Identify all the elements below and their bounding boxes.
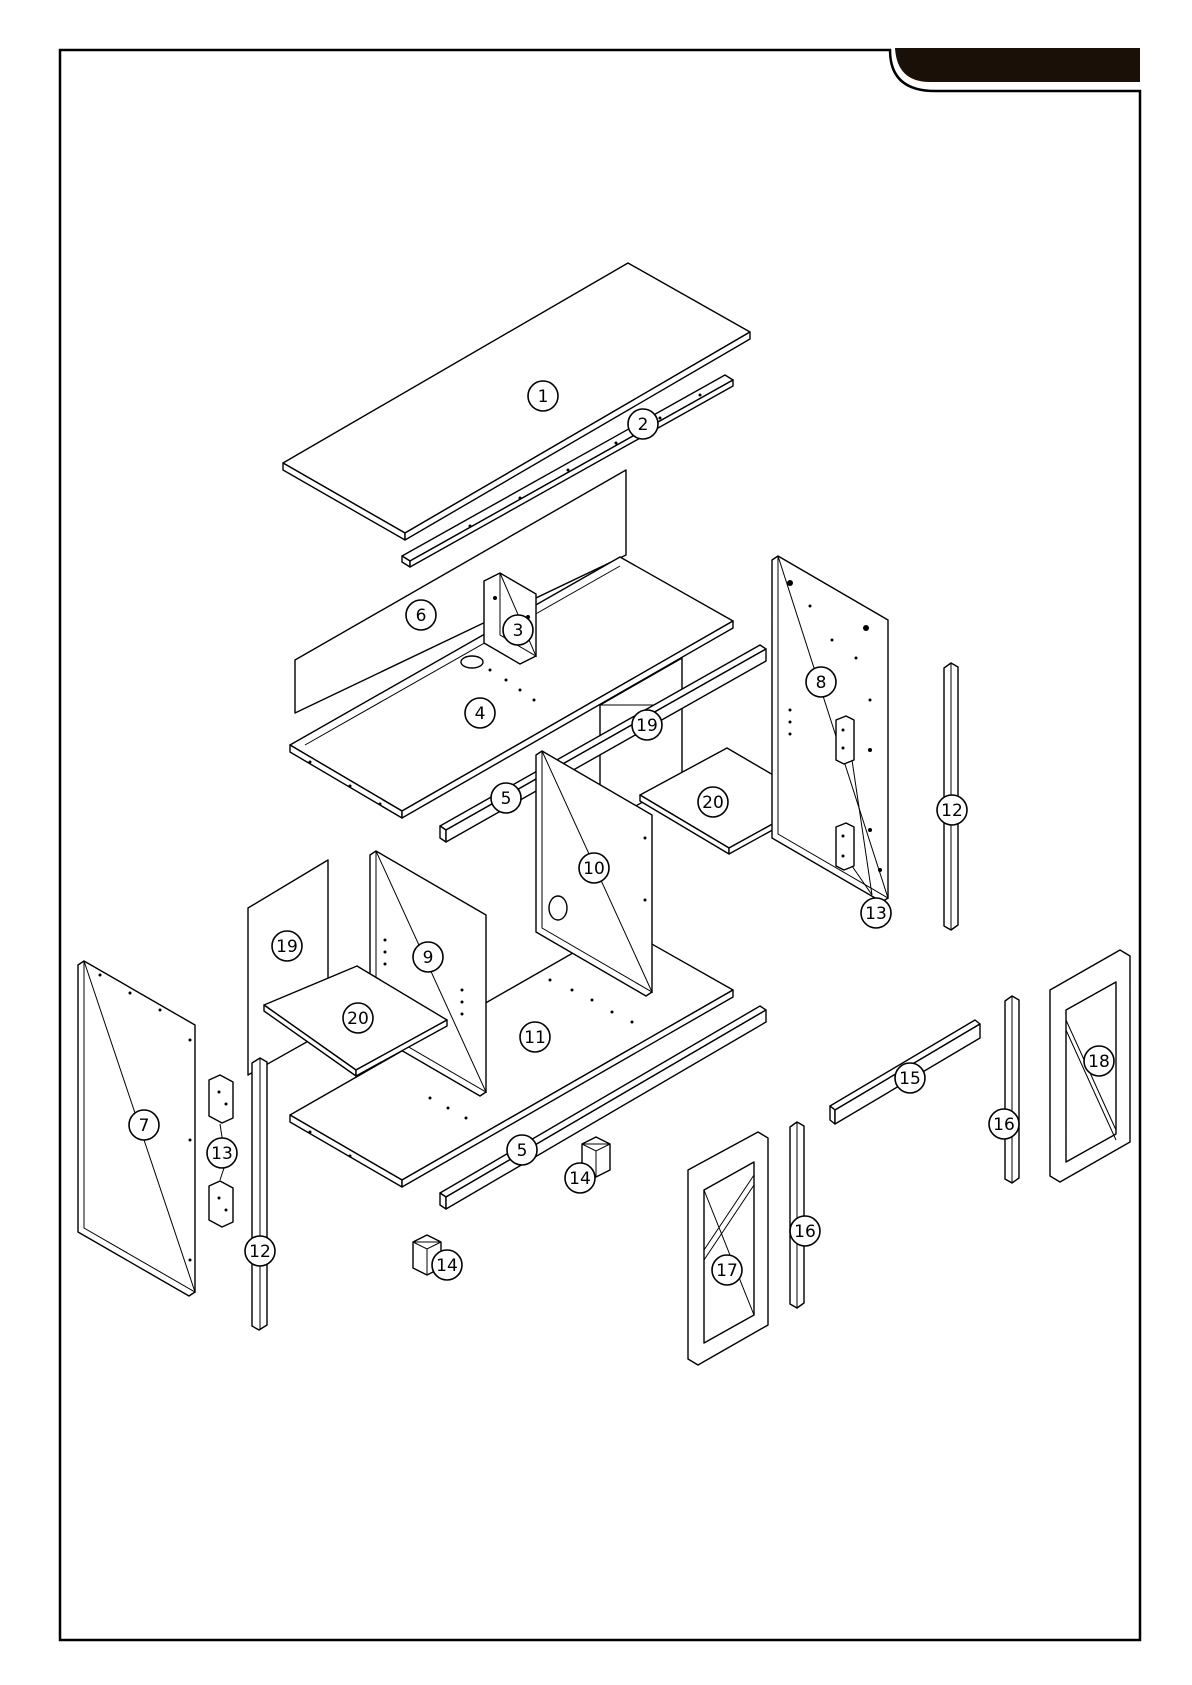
callout-part-17: 17 bbox=[712, 1255, 742, 1285]
callout-label: 5 bbox=[501, 789, 512, 809]
callout-label: 7 bbox=[139, 1116, 150, 1136]
callout-label: 13 bbox=[211, 1144, 233, 1164]
callout-part-16-b: 16 bbox=[790, 1216, 820, 1246]
callout-part-8: 8 bbox=[806, 667, 836, 697]
callout-label: 15 bbox=[899, 1069, 921, 1089]
callout-label: 13 bbox=[865, 904, 887, 924]
right-side-panel bbox=[772, 556, 888, 902]
callout-label: 11 bbox=[524, 1028, 546, 1048]
callout-part-3: 3 bbox=[503, 615, 533, 645]
callout-part-12-right: 12 bbox=[937, 795, 967, 825]
callout-label: 2 bbox=[638, 415, 649, 435]
callout-label: 3 bbox=[513, 621, 524, 641]
callout-part-10: 10 bbox=[579, 853, 609, 883]
callout-label: 6 bbox=[416, 606, 427, 626]
callout-part-13-right: 13 bbox=[861, 898, 891, 928]
header-tab bbox=[895, 48, 1140, 82]
callout-part-13-left: 13 bbox=[207, 1138, 237, 1168]
callout-part-19-left: 19 bbox=[272, 931, 302, 961]
callout-label: 16 bbox=[993, 1115, 1015, 1135]
callout-label: 18 bbox=[1088, 1052, 1110, 1072]
callout-label: 10 bbox=[583, 859, 605, 879]
callout-label: 20 bbox=[347, 1009, 369, 1029]
callout-label: 19 bbox=[636, 716, 658, 736]
callout-label: 8 bbox=[816, 673, 827, 693]
callout-part-14-b: 14 bbox=[432, 1250, 462, 1280]
callout-part-15: 15 bbox=[895, 1063, 925, 1093]
callout-label: 19 bbox=[276, 937, 298, 957]
callout-label: 4 bbox=[475, 704, 486, 724]
door-stile-b bbox=[790, 1122, 804, 1308]
callout-label: 12 bbox=[941, 801, 963, 821]
left-door bbox=[688, 1132, 768, 1365]
callout-label: 14 bbox=[569, 1169, 591, 1189]
callout-part-6: 6 bbox=[406, 600, 436, 630]
callout-part-5-lower: 5 bbox=[507, 1135, 537, 1165]
callout-part-1: 1 bbox=[528, 381, 558, 411]
callout-part-7: 7 bbox=[129, 1110, 159, 1140]
callout-part-20-left: 20 bbox=[343, 1003, 373, 1033]
callout-part-2: 2 bbox=[628, 409, 658, 439]
callout-label: 17 bbox=[716, 1261, 738, 1281]
callout-part-19-right: 19 bbox=[632, 710, 662, 740]
callout-part-5-upper: 5 bbox=[491, 783, 521, 813]
callout-part-9: 9 bbox=[413, 942, 443, 972]
callout-label: 20 bbox=[702, 793, 724, 813]
callout-part-12-left: 12 bbox=[245, 1236, 275, 1266]
callout-part-16-a: 16 bbox=[989, 1109, 1019, 1139]
callout-label: 9 bbox=[423, 948, 434, 968]
callout-label: 5 bbox=[517, 1141, 528, 1161]
callout-part-14-a: 14 bbox=[565, 1163, 595, 1193]
callout-label: 12 bbox=[249, 1242, 271, 1262]
callout-part-11: 11 bbox=[520, 1022, 550, 1052]
callout-label: 14 bbox=[436, 1256, 458, 1276]
door-stile-a bbox=[1005, 996, 1019, 1183]
callout-part-20-right: 20 bbox=[698, 787, 728, 817]
callout-part-4: 4 bbox=[465, 698, 495, 728]
left-front-post bbox=[252, 1058, 267, 1330]
callout-part-18: 18 bbox=[1084, 1046, 1114, 1076]
callout-label: 1 bbox=[538, 387, 549, 407]
callout-label: 16 bbox=[794, 1222, 816, 1242]
